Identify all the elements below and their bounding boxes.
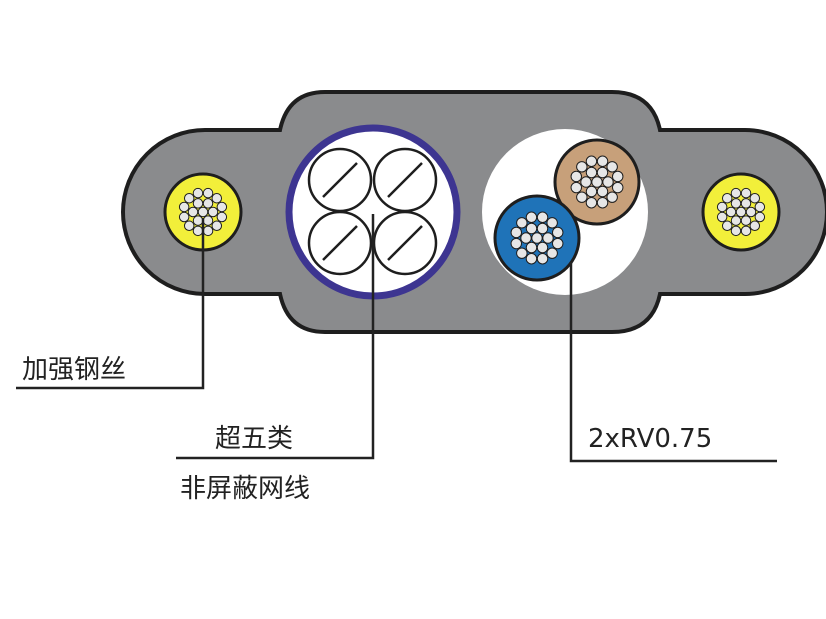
- conductor-strand: [749, 220, 761, 232]
- conductor-strand: [596, 166, 609, 179]
- conductor-strand: [211, 192, 223, 204]
- conductor-strand: [183, 192, 195, 204]
- conductor-strand: [596, 155, 609, 168]
- brown-core-strands: [570, 155, 624, 209]
- conductor-strand: [606, 191, 618, 203]
- cat5e-pair-3-mark: [322, 225, 358, 261]
- conductor-strand: [207, 206, 219, 218]
- conductor-strand: [525, 241, 538, 254]
- conductor-strand: [510, 226, 523, 239]
- conductor-strand: [216, 211, 228, 223]
- conductor-strand: [730, 225, 742, 237]
- cable-jacket: [121, 90, 826, 334]
- conductor-strand: [192, 187, 204, 199]
- conductor-strand: [542, 232, 554, 244]
- conductor-strand: [192, 215, 204, 226]
- conductor-strand: [585, 155, 598, 168]
- conductor-strand: [730, 215, 742, 226]
- conductor-strand: [216, 201, 228, 213]
- conductor-strand: [740, 215, 752, 226]
- conductor-strand: [740, 225, 752, 237]
- conductor-strand: [754, 201, 766, 213]
- conductor-strand: [745, 206, 757, 218]
- conductor-strand: [536, 241, 549, 254]
- conductor-strand: [192, 198, 204, 209]
- conductor-strand: [192, 225, 204, 237]
- conductor-strand: [525, 222, 538, 235]
- cat5e-pair-4-mark: [387, 225, 423, 261]
- conductor-strand: [585, 196, 598, 209]
- label-steel-wire: 加强钢丝: [22, 355, 126, 385]
- conductor-strand: [551, 226, 564, 239]
- conductor-strand: [716, 201, 728, 213]
- conductor-strand: [576, 191, 588, 203]
- conductor-strand: [749, 192, 761, 204]
- conductor-strand: [611, 170, 624, 183]
- conductor-strand: [536, 211, 549, 224]
- conductor-strand: [202, 225, 214, 237]
- conductor-strand: [721, 220, 733, 232]
- conductor-strand: [202, 215, 214, 226]
- conductor-strand: [716, 211, 728, 223]
- conductor-strand: [740, 198, 752, 209]
- label-power-cores: 2xRV0.75: [588, 424, 712, 454]
- cat5e-pair-2-mark: [387, 162, 423, 198]
- power-cores-bundle: [482, 129, 648, 295]
- conductor-strand: [570, 170, 583, 183]
- cat5e-pair-1-mark: [322, 162, 358, 198]
- conductor-strand: [525, 211, 538, 224]
- conductor-strand: [187, 206, 199, 218]
- conductor-strand: [516, 217, 528, 229]
- conductor-strand: [183, 220, 195, 232]
- right-steel-wire-strands: [716, 187, 766, 237]
- conductor-strand: [516, 247, 528, 259]
- conductor-strand: [596, 185, 609, 198]
- conductor-strand: [211, 220, 223, 232]
- conductor-strand: [735, 206, 747, 218]
- conductor-strand: [580, 176, 592, 188]
- conductor-strand: [202, 198, 214, 209]
- conductor-strand: [585, 185, 598, 198]
- conductor-strand: [536, 222, 549, 235]
- label-cat5e-line2: 非屏蔽网线: [180, 474, 310, 504]
- conductor-strand: [611, 181, 624, 194]
- conductor-strand: [585, 166, 598, 179]
- conductor-strand: [525, 252, 538, 265]
- conductor-strand: [546, 247, 558, 259]
- label-cat5e-line1: 超五类: [215, 424, 293, 454]
- conductor-strand: [730, 198, 742, 209]
- conductor-strand: [576, 161, 588, 173]
- left-steel-wire: [163, 172, 243, 252]
- conductor-strand: [546, 217, 558, 229]
- conductor-strand: [740, 187, 752, 199]
- conductor-strand: [570, 181, 583, 194]
- steel-wire-leader-line: [16, 218, 205, 390]
- conductor-strand: [178, 201, 190, 213]
- cat5e-leader-line: [176, 214, 375, 460]
- conductor-strand: [202, 187, 214, 199]
- conductor-strand: [178, 211, 190, 223]
- conductor-strand: [721, 192, 733, 204]
- conductor-strand: [551, 237, 564, 250]
- power-cores-leader-line: [569, 262, 777, 463]
- conductor-strand: [730, 187, 742, 199]
- conductor-strand: [591, 176, 603, 188]
- cat5e-network-cable: [285, 124, 461, 300]
- conductor-strand: [754, 211, 766, 223]
- conductor-strand: [602, 176, 614, 188]
- conductor-strand: [606, 161, 618, 173]
- right-steel-wire: [701, 172, 781, 252]
- conductor-strand: [531, 232, 543, 244]
- conductor-strand: [197, 206, 209, 218]
- blue-core-strands: [510, 211, 564, 265]
- conductor-strand: [536, 252, 549, 265]
- conductor-strand: [725, 206, 737, 218]
- conductor-strand: [520, 232, 532, 244]
- conductor-strand: [510, 237, 523, 250]
- conductor-strand: [596, 196, 609, 209]
